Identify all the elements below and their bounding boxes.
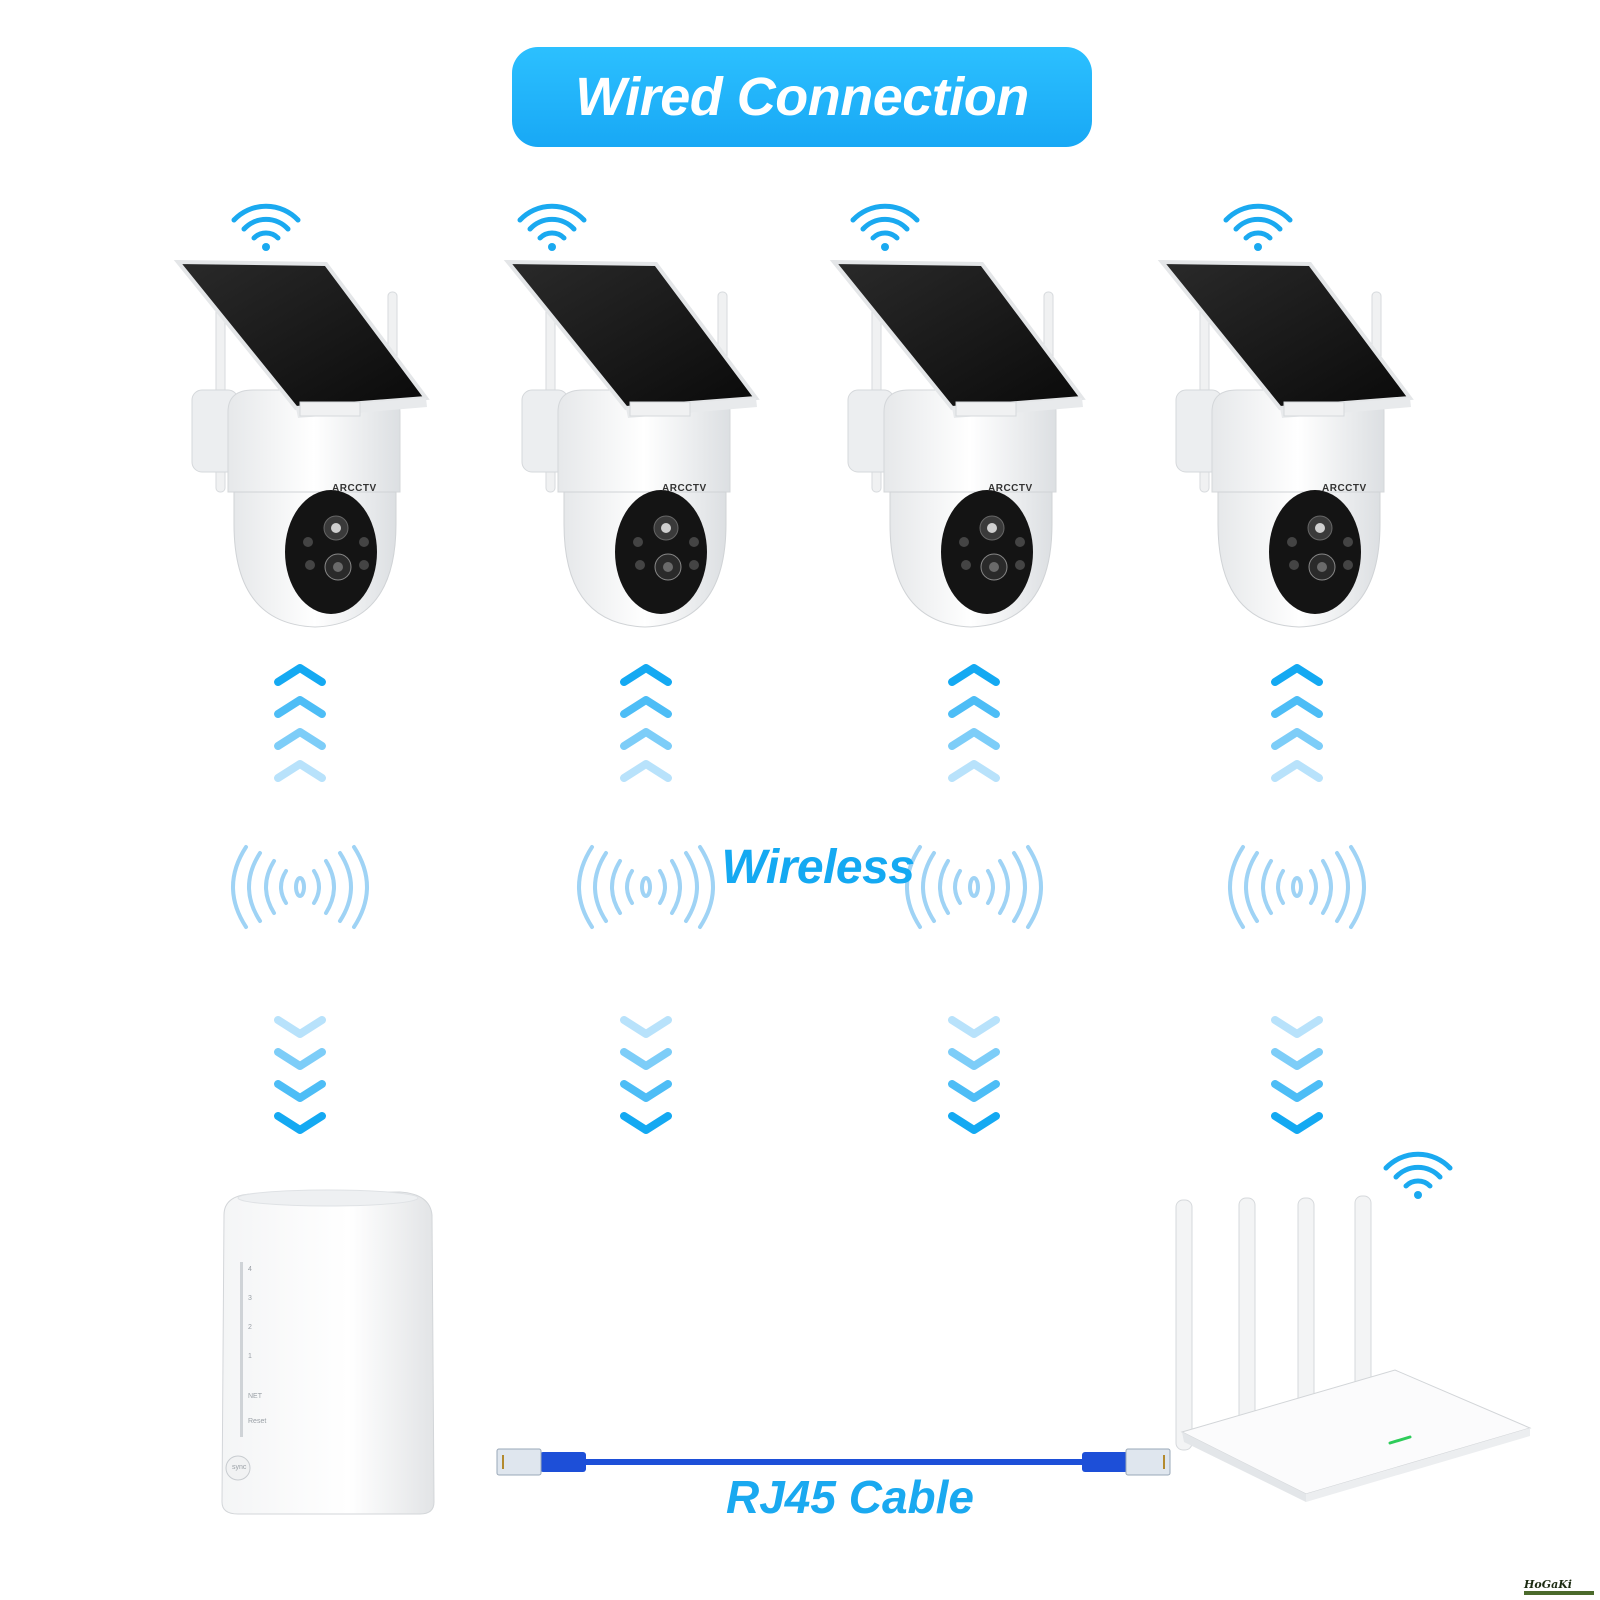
wifi-icon bbox=[520, 206, 584, 251]
chevron-down-icon bbox=[620, 1048, 672, 1070]
nvr-port-label: 1 bbox=[248, 1353, 252, 1360]
chevron-up-icon bbox=[948, 696, 1000, 718]
camera-brand-label: ARCCTV bbox=[988, 483, 1033, 494]
chevron-down-icon bbox=[274, 1080, 326, 1102]
chevron-down-icon bbox=[620, 1080, 672, 1102]
chevron-up-icon bbox=[1271, 696, 1323, 718]
arrow-columns bbox=[274, 664, 1323, 1134]
chevron-up-icon bbox=[620, 664, 672, 686]
chevron-up-icon bbox=[620, 728, 672, 750]
chevron-down-icon bbox=[948, 1016, 1000, 1038]
wifi-icon bbox=[1226, 206, 1290, 251]
chevron-down-icon bbox=[620, 1016, 672, 1038]
camera-brand-label: ARCCTV bbox=[1322, 483, 1367, 494]
chevron-down-icon bbox=[948, 1048, 1000, 1070]
camera-3 bbox=[832, 206, 1085, 629]
chevron-up-icon bbox=[1271, 728, 1323, 750]
signal-wave-icon bbox=[231, 845, 369, 929]
chevron-up-icon bbox=[274, 760, 326, 782]
chevron-down-icon bbox=[1271, 1016, 1323, 1038]
chevron-up-icon bbox=[620, 760, 672, 782]
chevron-up-icon bbox=[948, 664, 1000, 686]
cable-label: RJ45 Cable bbox=[725, 1471, 974, 1523]
signal-wave-icon bbox=[577, 845, 715, 929]
nvr-port-label: 4 bbox=[248, 1266, 252, 1273]
chevron-up-icon bbox=[948, 760, 1000, 782]
chevron-down-icon bbox=[620, 1112, 672, 1134]
watermark-bar bbox=[1524, 1591, 1594, 1595]
chevron-up-icon bbox=[1271, 760, 1323, 782]
chevron-down-icon bbox=[948, 1080, 1000, 1102]
camera-brand-label: ARCCTV bbox=[662, 483, 707, 494]
camera-1 bbox=[176, 206, 429, 629]
router-device bbox=[1175, 1154, 1532, 1502]
nvr-port-label: 2 bbox=[248, 1324, 252, 1331]
chevron-up-icon bbox=[274, 696, 326, 718]
rj45-cable bbox=[496, 1448, 1171, 1476]
wireless-label: Wireless bbox=[721, 841, 915, 894]
chevron-down-icon bbox=[1271, 1112, 1323, 1134]
camera-4 bbox=[1160, 206, 1413, 629]
watermark-logo: HoGaKi bbox=[1524, 1578, 1572, 1591]
chevron-down-icon bbox=[274, 1048, 326, 1070]
nvr-reset-label: Reset bbox=[248, 1418, 267, 1425]
camera-brand-label: ARCCTV bbox=[332, 483, 377, 494]
nvr-net-label: NET bbox=[248, 1393, 262, 1400]
wifi-icon bbox=[1386, 1154, 1450, 1199]
chevron-up-icon bbox=[620, 696, 672, 718]
wifi-icon bbox=[234, 206, 298, 251]
nvr-device bbox=[221, 1189, 435, 1515]
nvr-sync-label: sync bbox=[232, 1464, 247, 1471]
camera-2 bbox=[506, 206, 759, 629]
wifi-icon bbox=[853, 206, 917, 251]
chevron-up-icon bbox=[948, 728, 1000, 750]
chevron-down-icon bbox=[1271, 1080, 1323, 1102]
title-banner: Wired Connection bbox=[512, 47, 1092, 147]
chevron-down-icon bbox=[274, 1016, 326, 1038]
chevron-down-icon bbox=[1271, 1048, 1323, 1070]
nvr-port-label: 3 bbox=[248, 1295, 252, 1302]
title-text: Wired Connection bbox=[575, 67, 1029, 127]
chevron-up-icon bbox=[274, 664, 326, 686]
chevron-down-icon bbox=[274, 1112, 326, 1134]
chevron-down-icon bbox=[948, 1112, 1000, 1134]
signal-wave-icon bbox=[1228, 845, 1366, 929]
chevron-up-icon bbox=[1271, 664, 1323, 686]
chevron-up-icon bbox=[274, 728, 326, 750]
